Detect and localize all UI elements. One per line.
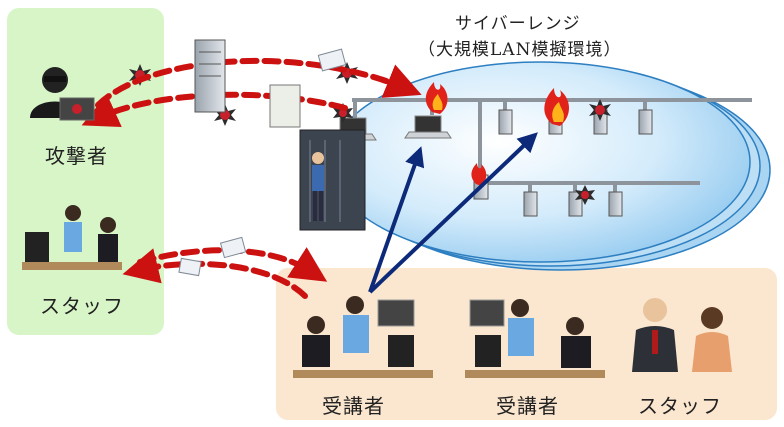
attacker-icon xyxy=(30,67,95,121)
virus-icon xyxy=(129,62,611,205)
range-subtitle: （大規模LAN模擬環境） xyxy=(418,40,622,60)
person-icon xyxy=(465,299,605,378)
trainee-label-2: 受講者 xyxy=(496,394,559,418)
person-icon xyxy=(293,296,433,378)
access-arrows xyxy=(368,132,538,294)
attacker-label: 攻撃者 xyxy=(45,144,108,168)
staff-label-right: スタッフ xyxy=(638,394,722,418)
mail-icon xyxy=(178,48,347,277)
desktop-icon xyxy=(22,232,122,270)
person-icon xyxy=(64,205,118,262)
server-rack-icon xyxy=(194,39,366,231)
range-title: サイバーレンジ xyxy=(455,14,581,34)
person-icon xyxy=(632,298,732,372)
trainee-label-1: 受講者 xyxy=(322,394,385,418)
staff-label-left: スタッフ xyxy=(40,294,124,318)
person-icon xyxy=(312,152,324,221)
left-panel xyxy=(7,8,164,335)
fire-icon xyxy=(425,82,569,186)
